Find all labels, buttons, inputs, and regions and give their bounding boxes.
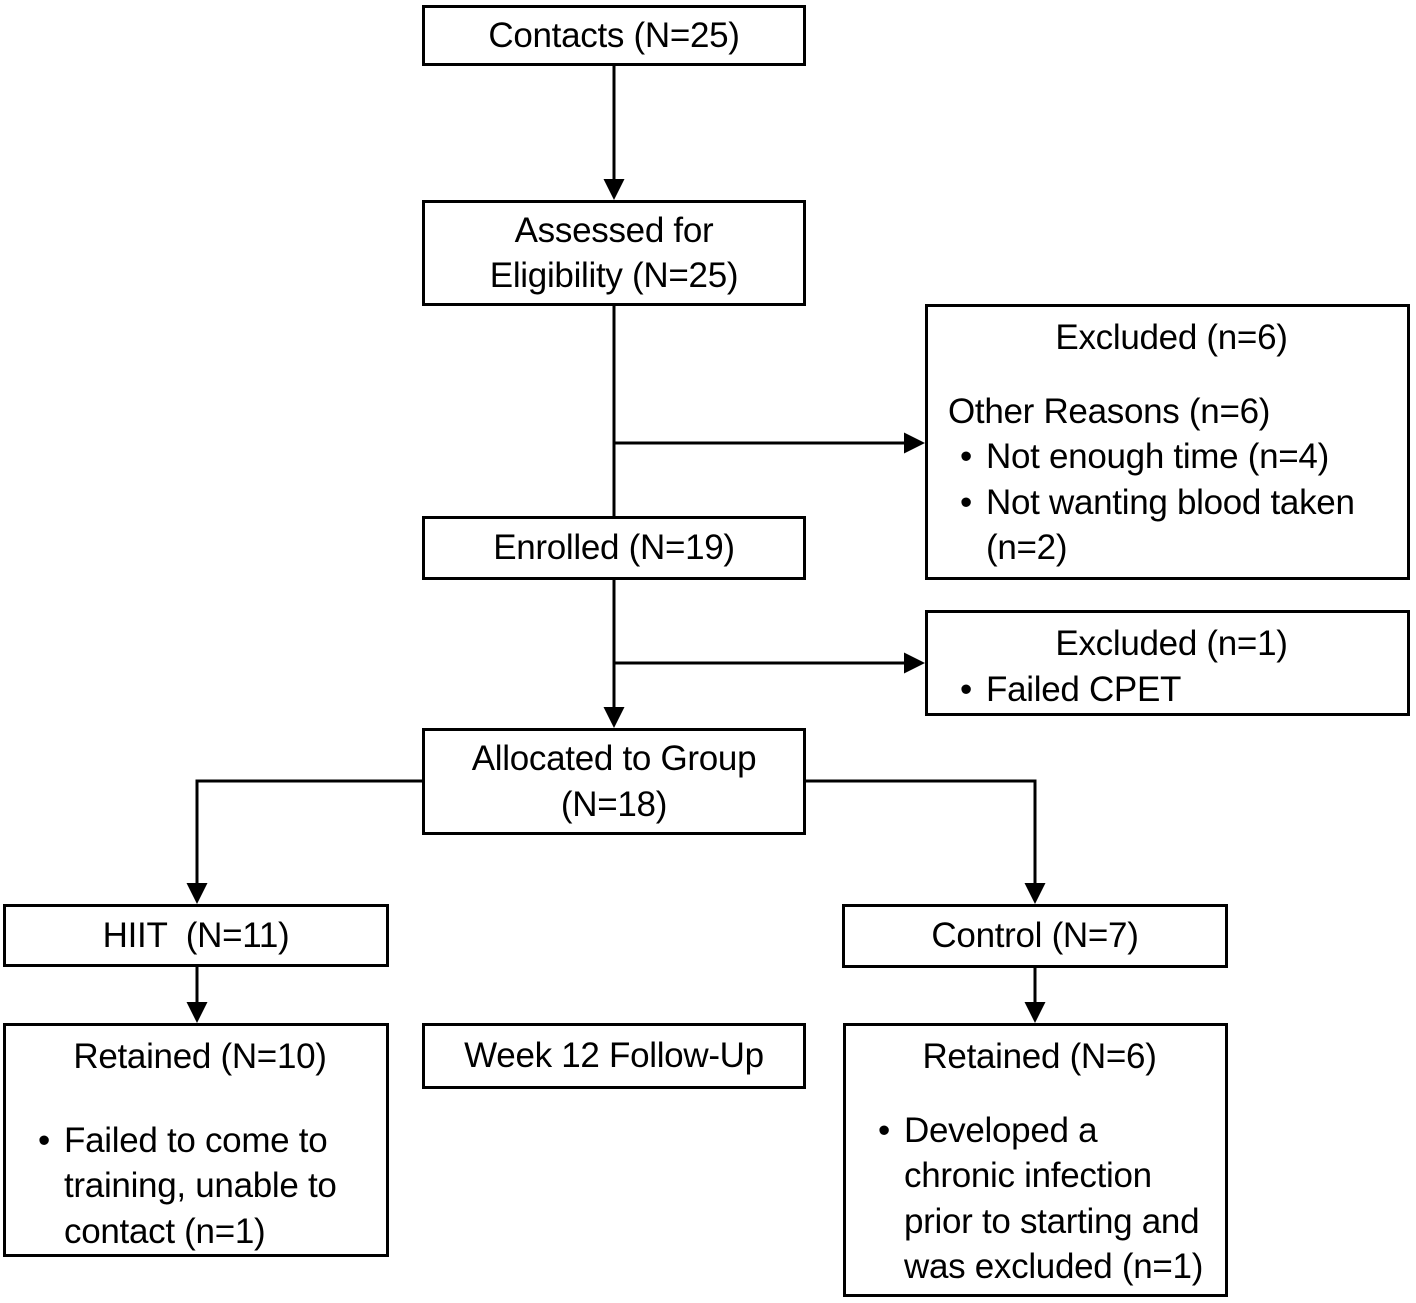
box-allocated-to-group: Allocated to Group (N=18) bbox=[422, 728, 806, 835]
bullet-icon: • bbox=[960, 669, 972, 709]
box-assessed-for-eligibility: Assessed for Eligibility (N=25) bbox=[422, 200, 806, 306]
retained-control-title: Retained (N=6) bbox=[922, 1037, 1157, 1076]
hiit-label: HIIT (N=11) bbox=[102, 915, 290, 955]
contacts-label: Contacts (N=25) bbox=[488, 15, 740, 55]
connector-allocated-to-hiit bbox=[186, 779, 422, 904]
excluded-screening-bullet-2-text: Not wanting blood taken (n=2) bbox=[986, 482, 1355, 568]
box-retained-control: Retained (N=6) • Developed a chronic inf… bbox=[843, 1023, 1228, 1297]
box-hiit-group: HIIT (N=11) bbox=[3, 904, 389, 967]
bullet-icon: • bbox=[878, 1110, 890, 1150]
excluded-screening-bullet-1: • Not enough time (n=4) bbox=[948, 434, 1395, 480]
box-contacts: Contacts (N=25) bbox=[422, 5, 806, 66]
assessed-label-line2: Eligibility (N=25) bbox=[489, 256, 739, 295]
control-label: Control (N=7) bbox=[931, 916, 1139, 956]
excluded-screening-title: Excluded (n=6) bbox=[1055, 318, 1288, 357]
retained-hiit-bullet-1-text: Failed to come to training, unable to co… bbox=[64, 1120, 337, 1251]
allocated-label-line2: (N=18) bbox=[560, 784, 668, 824]
retained-control-bullet-1-text: Developed a chronic infection prior to s… bbox=[904, 1110, 1204, 1287]
bullet-icon: • bbox=[960, 482, 972, 522]
excluded-cpet-bullet-1-text: Failed CPET bbox=[986, 669, 1182, 709]
spacer bbox=[26, 1080, 374, 1118]
allocated-label-line1: Allocated to Group bbox=[471, 739, 757, 778]
retained-hiit-bullet-1: • Failed to come to training, unable to … bbox=[26, 1118, 374, 1255]
bullet-icon: • bbox=[38, 1120, 50, 1160]
box-control-group: Control (N=7) bbox=[842, 904, 1228, 968]
enrolled-label: Enrolled (N=19) bbox=[493, 528, 735, 568]
box-retained-hiit: Retained (N=10) • Failed to come to trai… bbox=[3, 1023, 389, 1257]
spacer bbox=[948, 361, 1395, 389]
excluded-cpet-bullet-1: • Failed CPET bbox=[948, 667, 1395, 713]
excluded-cpet-title: Excluded (n=1) bbox=[1055, 624, 1288, 663]
excluded-screening-bullet-1-text: Not enough time (n=4) bbox=[986, 437, 1329, 476]
box-excluded-screening: Excluded (n=6) Other Reasons (n=6) • Not… bbox=[925, 304, 1410, 580]
week12-label: Week 12 Follow-Up bbox=[464, 1036, 764, 1076]
box-week12-follow-up: Week 12 Follow-Up bbox=[422, 1023, 806, 1089]
bullet-icon: • bbox=[960, 437, 972, 476]
excluded-screening-bullet-2: • Not wanting blood taken (n=2) bbox=[948, 480, 1395, 571]
box-excluded-cpet: Excluded (n=1) • Failed CPET bbox=[925, 610, 1410, 716]
retained-control-bullet-1: • Developed a chronic infection prior to… bbox=[866, 1108, 1213, 1290]
connector-allocated-to-control bbox=[806, 779, 1046, 904]
assessed-label-line1: Assessed for bbox=[514, 210, 714, 250]
retained-hiit-title: Retained (N=10) bbox=[73, 1037, 327, 1076]
excluded-screening-subtitle: Other Reasons (n=6) bbox=[948, 391, 1271, 431]
box-enrolled: Enrolled (N=19) bbox=[422, 516, 806, 580]
spacer bbox=[866, 1080, 1213, 1108]
